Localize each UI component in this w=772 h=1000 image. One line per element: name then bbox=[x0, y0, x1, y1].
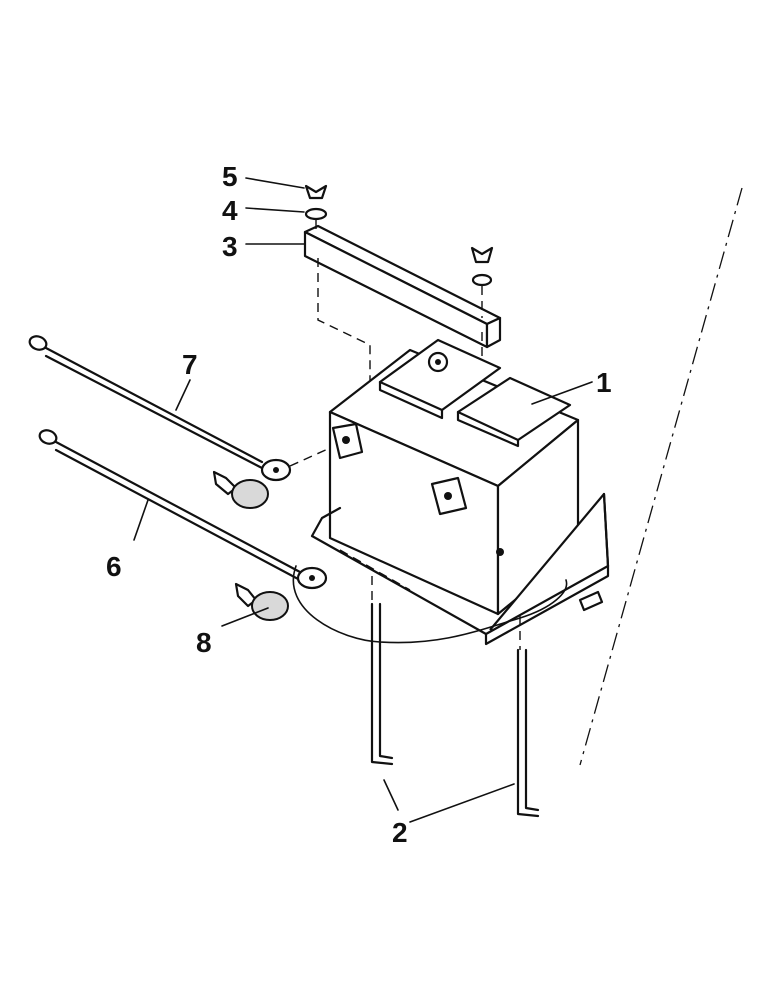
leader-lines bbox=[133, 177, 593, 823]
callout-5: 5 bbox=[222, 161, 238, 192]
j-bolt-left bbox=[370, 576, 394, 766]
terminal-clamp-lower bbox=[234, 582, 289, 621]
callout-6: 6 bbox=[106, 551, 122, 582]
callout-3: 3 bbox=[222, 231, 238, 262]
wing-nut-left bbox=[304, 184, 328, 232]
callout-8: 8 bbox=[196, 627, 212, 658]
battery bbox=[328, 338, 580, 616]
frame-reference-line bbox=[579, 187, 743, 766]
wing-nut-right bbox=[470, 246, 494, 318]
terminal-clamp-upper bbox=[212, 470, 269, 509]
battery-tray bbox=[310, 492, 610, 646]
callout-4: 4 bbox=[222, 195, 238, 226]
j-bolt-right bbox=[516, 616, 540, 818]
callout-7: 7 bbox=[182, 349, 198, 380]
cable-positive bbox=[28, 335, 331, 482]
ground-strap bbox=[292, 565, 568, 644]
callout-2: 2 bbox=[392, 817, 408, 848]
callout-1: 1 bbox=[596, 367, 612, 398]
hold-down-bar bbox=[303, 224, 502, 380]
cable-negative bbox=[38, 429, 328, 590]
